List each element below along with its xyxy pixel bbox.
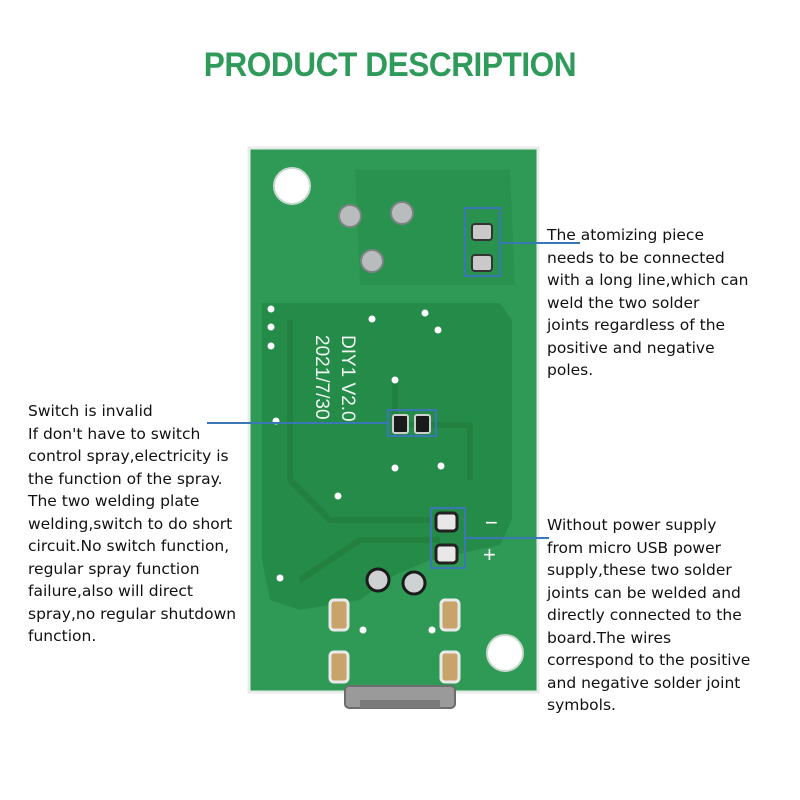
power-annotation: Without power supply from micro USB powe…: [547, 516, 751, 714]
product-description-title: PRODUCT DESCRIPTION: [203, 46, 577, 84]
copper-pour: [262, 303, 512, 610]
atomizer-annotation: The atomizing piece needs to be connecte…: [547, 226, 749, 379]
silkscreen-date: 2021/7/30: [311, 335, 332, 420]
plus-symbol: +: [483, 542, 496, 567]
switch-annotation: Switch is invalid If don't have to switc…: [28, 402, 237, 645]
mounting-hole: [486, 634, 524, 672]
mounting-hole: [273, 167, 311, 205]
silkscreen-version: DIY1 V2.0: [337, 335, 358, 422]
minus-symbol: −: [485, 510, 498, 535]
